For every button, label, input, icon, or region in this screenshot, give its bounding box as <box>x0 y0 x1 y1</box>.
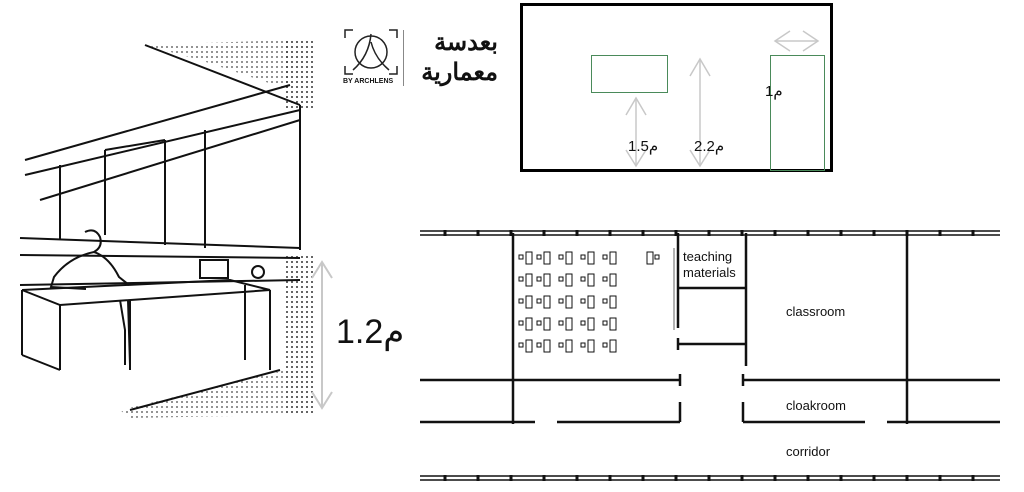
corridor-label: corridor <box>786 444 831 459</box>
desk-with-chair <box>558 317 573 331</box>
desk-with-chair <box>602 273 617 287</box>
desk-with-chair <box>536 251 551 265</box>
window <box>591 55 668 93</box>
window-sill-height-label: 1.5م <box>628 138 659 155</box>
elevation-frame <box>520 3 833 172</box>
desk-with-chair <box>580 339 595 353</box>
desk-with-chair <box>518 273 533 287</box>
cloakroom-label: cloakroom <box>786 398 846 413</box>
classroom-label: classroom <box>786 304 846 319</box>
desk-with-chair <box>580 273 595 287</box>
teaching-materials-label-1: teaching <box>683 249 733 264</box>
door-width-label: 1م <box>765 83 783 100</box>
logo: BY ARCHLENS بعدسة معمارية <box>343 28 498 90</box>
logo-mark-icon <box>344 29 398 75</box>
desk-with-chair <box>558 251 573 265</box>
logo-arabic-line1: بعدسة <box>434 29 498 56</box>
classroom-sketch <box>19 40 333 418</box>
elevation-diagram <box>520 3 833 172</box>
desk-with-chair <box>602 295 617 309</box>
logo-arabic-line2: معمارية <box>421 59 498 86</box>
desk-with-chair <box>602 317 617 331</box>
desk-with-chair <box>580 295 595 309</box>
desk-with-chair <box>580 317 595 331</box>
logo-byline: BY ARCHLENS <box>343 78 394 85</box>
desk-with-chair <box>646 251 660 265</box>
desk-with-chair <box>518 317 533 331</box>
desk-with-chair <box>558 339 573 353</box>
desk-with-chair <box>518 295 533 309</box>
teaching-materials-label-2: materials <box>683 265 736 280</box>
desk-with-chair <box>536 295 551 309</box>
desk-with-chair <box>602 251 617 265</box>
desk-with-chair <box>518 251 533 265</box>
desk-with-chair <box>558 273 573 287</box>
desk-with-chair <box>536 273 551 287</box>
desk-with-chair <box>536 317 551 331</box>
desk-with-chair <box>602 339 617 353</box>
door-height-label: 2.2م <box>694 138 725 155</box>
desk-with-chair <box>536 339 551 353</box>
desk-with-chair <box>580 251 595 265</box>
sketch-height-label: 1.2م <box>336 313 405 351</box>
door <box>770 55 825 171</box>
desk-with-chair <box>558 295 573 309</box>
desk-with-chair <box>518 339 533 353</box>
